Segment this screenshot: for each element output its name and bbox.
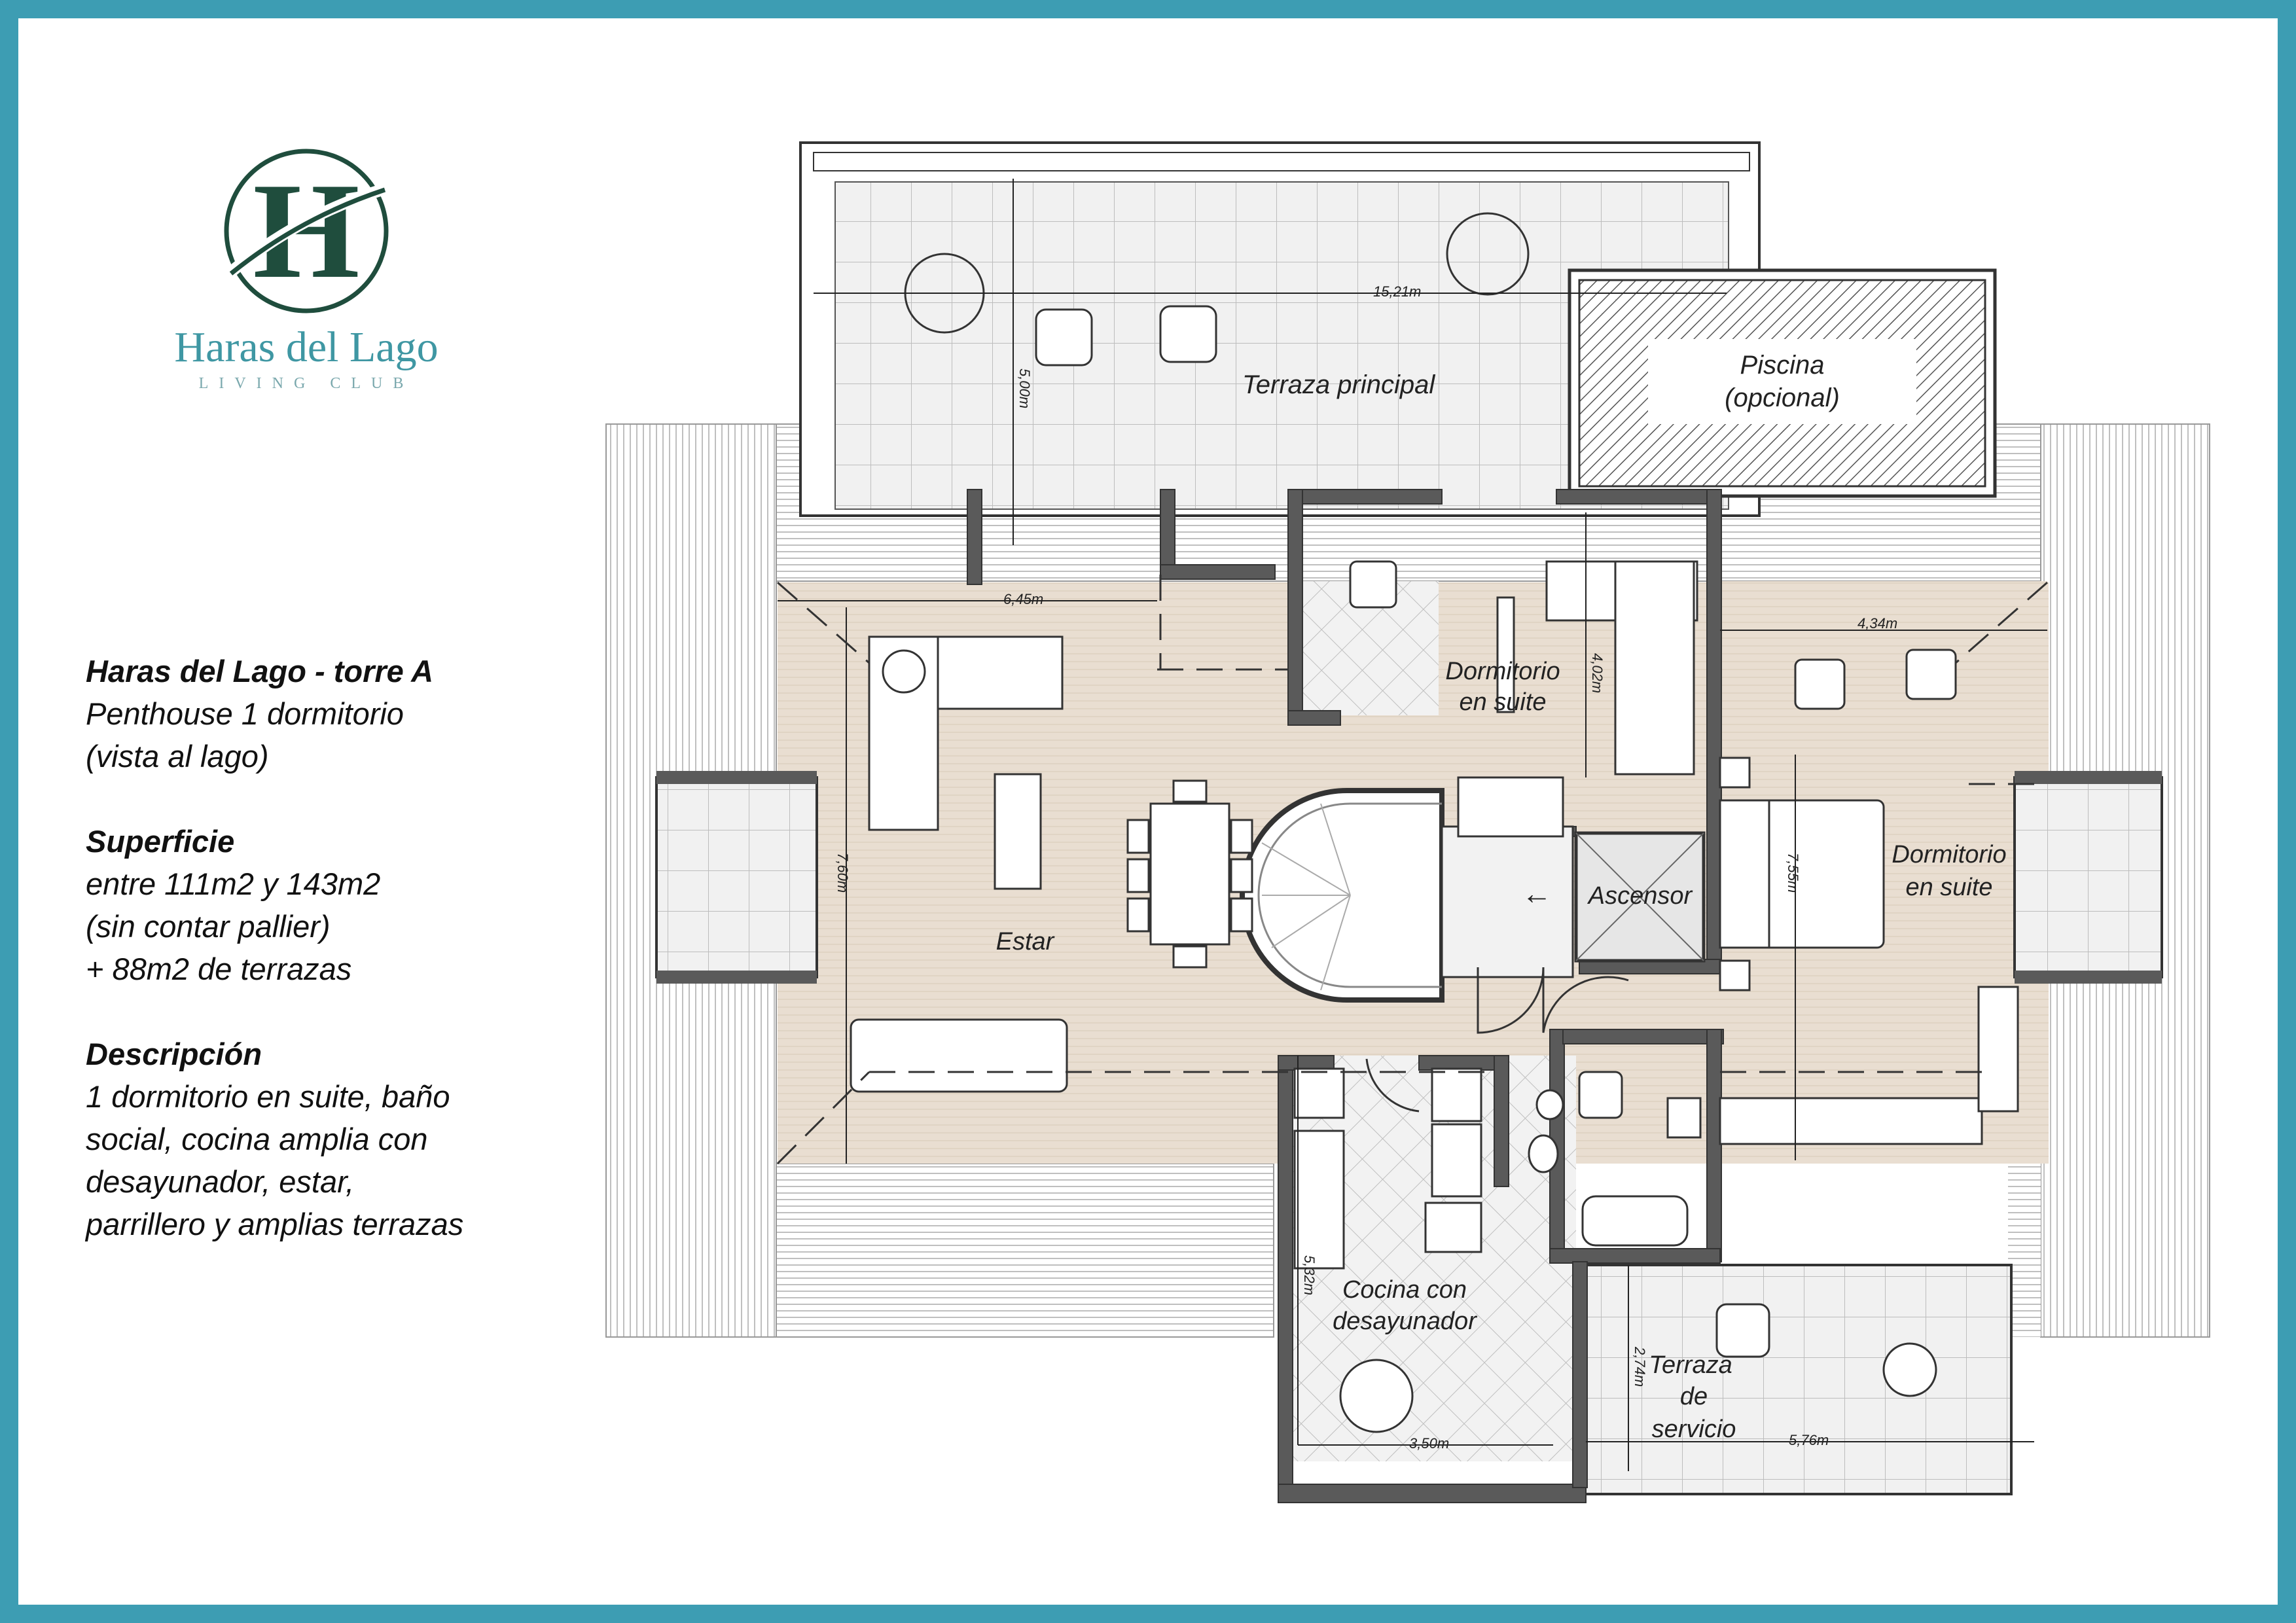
beam-lines [776,575,2048,1165]
dim-5-76: 5,76m [1789,1432,1829,1448]
elevator-shaft [1574,831,1706,963]
monogram-icon: H [224,149,389,313]
monogram-letter: H [253,155,359,307]
info-title: Haras del Lago - torre A [86,654,434,688]
piscina-area [1568,268,1997,498]
brand-name: Haras del Lago [174,323,439,371]
label-dormitorio-a-suite: en suite [1459,688,1546,716]
label-dormitorio-b-suite: en suite [1905,874,1992,901]
label-piscina-opcional: (opcional) [1725,383,1840,412]
surface-line-2: (sin contar pallier) [86,909,331,944]
label-dormitorio-a: Dormitorio [1445,658,1560,685]
dim-7-55: 7,55m [1785,853,1801,893]
surface-line-3: + 88m2 de terrazas [86,952,352,986]
label-cocina-desayunador: desayunador [1333,1308,1477,1335]
sheet: H Haras del Lago LIVING CLUB Haras del L… [18,18,2278,1605]
living-furniture [850,635,1253,1093]
info-subtitle-1: Penthouse 1 dormitorio [86,696,404,731]
dim-5-00: 5,00m [1016,368,1033,408]
description-line-1: 1 dormitorio en suite, baño [86,1079,450,1114]
dim-3-50: 3,50m [1409,1435,1449,1452]
dim-15-21: 15,21m [1373,283,1421,300]
brand-logo: H Haras del Lago LIVING CLUB [169,143,444,404]
description-heading: Descripción [86,1037,262,1071]
doors [1365,967,1629,1113]
label-estar: Estar [996,928,1055,955]
dim-5-32: 5,32m [1301,1255,1318,1295]
ascensor-arrow-icon: ← [1522,876,1552,910]
description-line-2: social, cocina amplia con [86,1122,428,1156]
terraza-servicio-area [1575,1264,2013,1495]
bedroom-furniture [1349,560,1957,991]
dimension-labels: 15,21m 5,00m 6,45m 4,34m 4,02m 7,60m 7,5… [834,283,1897,1452]
dim-7-60: 7,60m [834,853,851,893]
label-dormitorio-b: Dormitorio [1892,841,2006,868]
dim-4-34: 4,34m [1857,615,1897,632]
terrace-furniture [904,212,1937,1397]
surface-line-1: entre 111m2 y 143m2 [86,866,381,901]
info-panel: Haras del Lago - torre A Penthouse 1 dor… [86,650,583,1245]
room-labels: Terraza principal Piscina (opcional) Dor… [996,351,2007,1443]
balconies [655,771,2163,984]
kitchen-bath-fixtures [1293,1067,1702,1433]
label-terraza-servicio: Terraza [1649,1351,1732,1379]
wardrobes [1457,776,2019,1145]
label-cocina: Cocina con [1342,1276,1467,1304]
label-terraza-servicio-servicio: servicio [1652,1416,1736,1443]
label-piscina: Piscina [1740,351,1825,380]
label-terraza-servicio-de: de [1680,1383,1708,1410]
dimension-lines [778,179,2047,1471]
description-line-3: desayunador, estar, [86,1164,355,1199]
dim-2-74: 2,74m [1632,1346,1648,1387]
floor-plan: Terraza principal Piscina (opcional) Dor… [605,141,2210,1503]
brand-tagline: LIVING CLUB [198,375,414,392]
label-ascensor: Ascensor [1587,882,1693,910]
label-terraza-principal: Terraza principal [1242,370,1435,399]
dim-4-02: 4,02m [1589,653,1605,693]
description-line-4: parrillero y amplias terrazas [86,1207,464,1241]
surface-heading: Superficie [86,824,235,859]
info-subtitle-2: (vista al lago) [86,739,269,774]
dim-6-45: 6,45m [1003,591,1043,607]
